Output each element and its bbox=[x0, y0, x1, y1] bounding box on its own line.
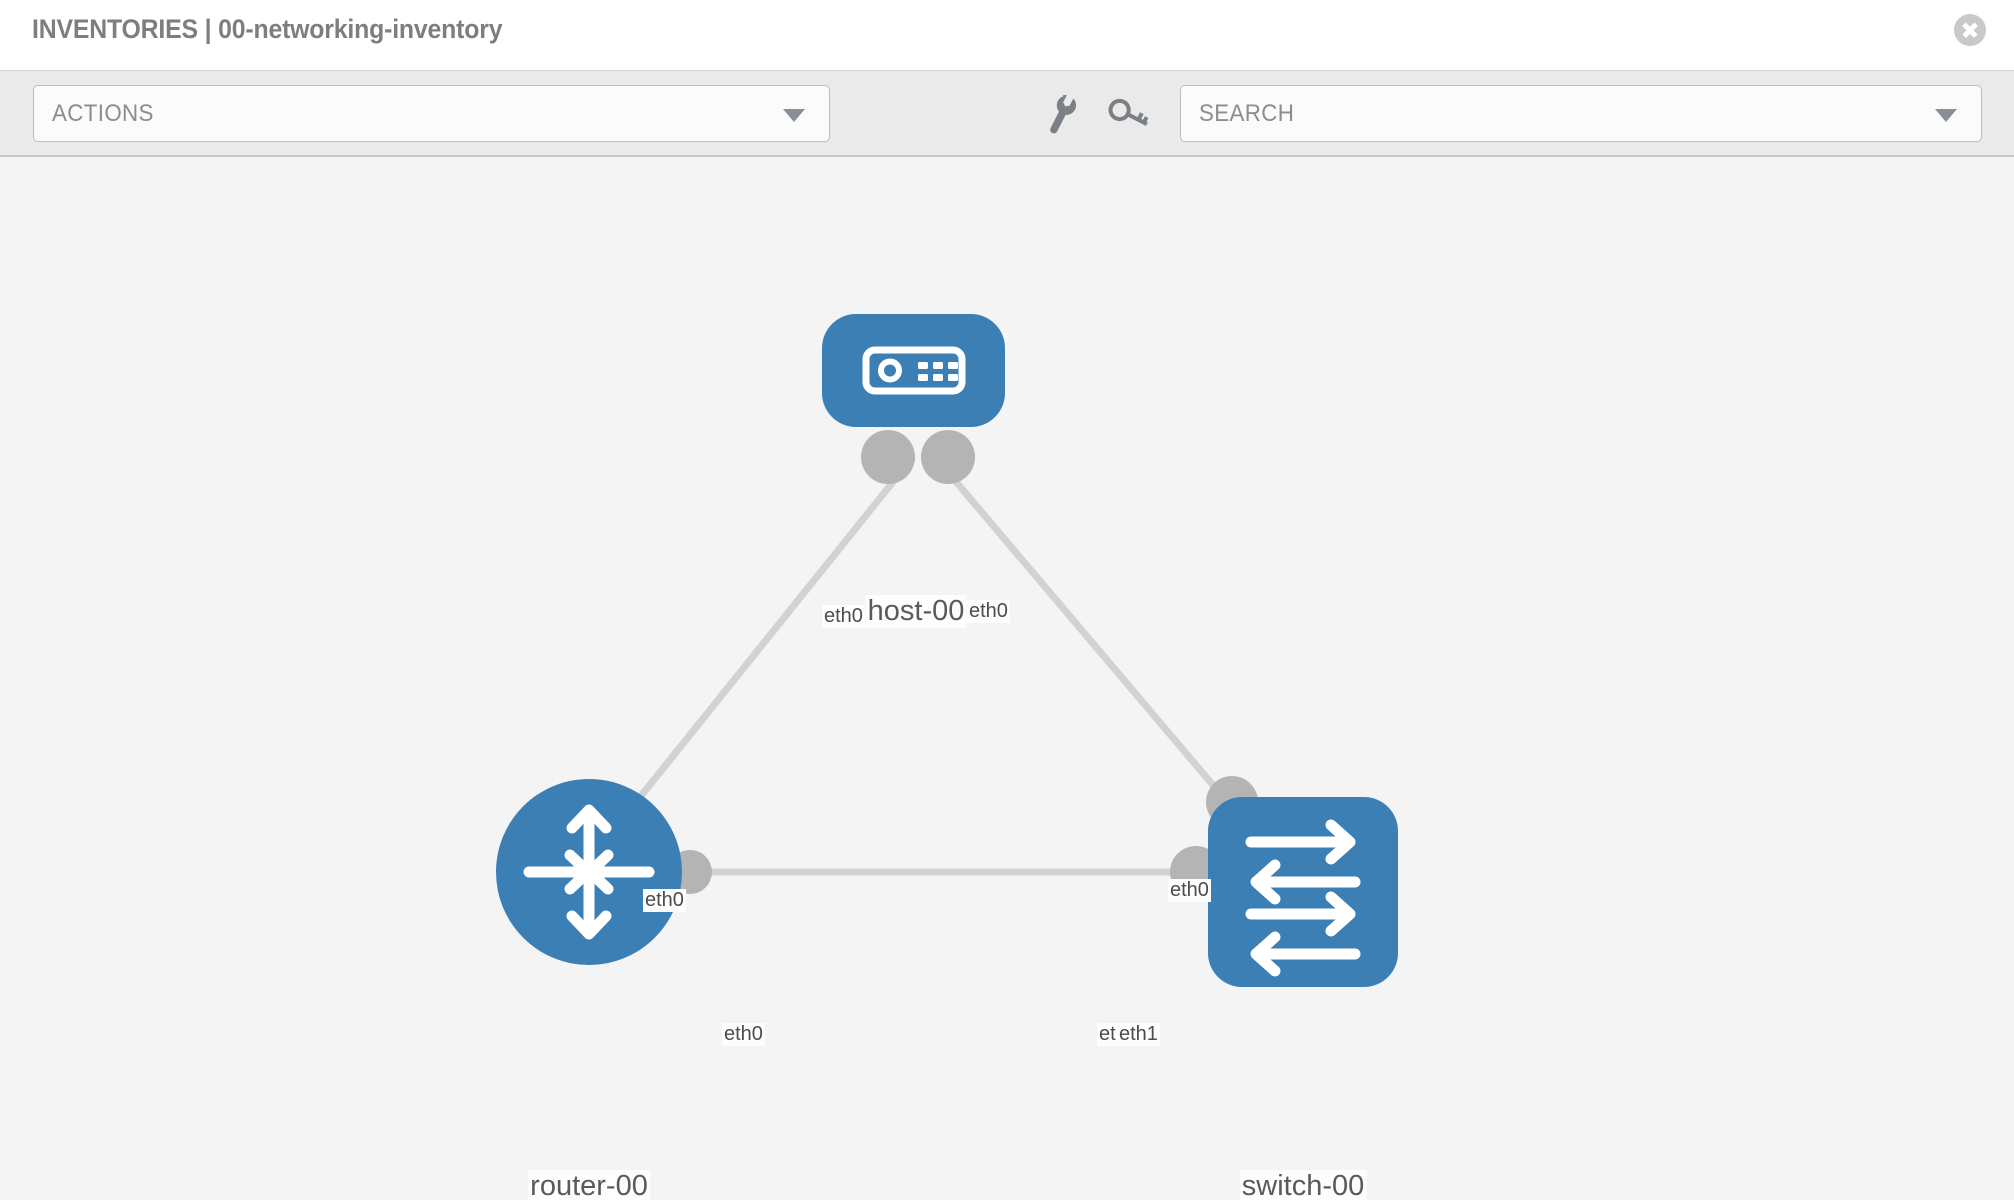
actions-dropdown-label: ACTIONS bbox=[52, 99, 154, 127]
page-header: INVENTORIES | 00-networking-inventory bbox=[0, 0, 2014, 70]
chevron-down-icon bbox=[1935, 108, 1957, 122]
node-host-00-body bbox=[822, 314, 1005, 427]
search-placeholder: SEARCH bbox=[1199, 99, 1295, 127]
port-host-eth0-left bbox=[861, 430, 915, 484]
node-host-00 bbox=[822, 314, 1005, 427]
port-host-eth0-right bbox=[921, 430, 975, 484]
node-label-host-00: host-00 bbox=[865, 595, 967, 628]
host-server-icon bbox=[862, 346, 966, 395]
close-icon[interactable] bbox=[1954, 14, 1986, 46]
port-label-switch-eth1: eth1 bbox=[1117, 1023, 1160, 1046]
node-switch-00 bbox=[1208, 797, 1398, 987]
link-host-switch bbox=[932, 454, 1243, 820]
port-label-router-uplink: eth0 bbox=[643, 889, 686, 912]
page-title: INVENTORIES | 00-networking-inventory bbox=[32, 14, 503, 44]
topology-ports bbox=[668, 430, 1258, 898]
link-host-router bbox=[597, 454, 916, 850]
node-label-router-00: router-00 bbox=[528, 1170, 650, 1200]
key-icon[interactable] bbox=[1106, 91, 1152, 137]
toolbar: ACTIONS SEARCH bbox=[0, 70, 2014, 157]
node-label-switch-00: switch-00 bbox=[1239, 1170, 1367, 1200]
actions-dropdown[interactable]: ACTIONS bbox=[33, 85, 830, 142]
port-label-host-right: eth0 bbox=[967, 600, 1010, 623]
topology-canvas[interactable]: eth0 eth0 eth0 eth0 eth0 eth0 eth1 host-… bbox=[0, 157, 2014, 1200]
topology-links bbox=[597, 454, 1250, 876]
port-label-router-eth0: eth0 bbox=[722, 1023, 765, 1046]
router-arrows-icon bbox=[523, 804, 655, 940]
search-input[interactable]: SEARCH bbox=[1180, 85, 1982, 142]
port-label-host-left: eth0 bbox=[822, 605, 865, 628]
chevron-down-icon bbox=[783, 108, 805, 122]
port-label-switch-uplink: eth0 bbox=[1168, 879, 1211, 902]
topology-graph bbox=[496, 314, 1398, 987]
wrench-icon[interactable] bbox=[1040, 91, 1086, 137]
switch-arrows-icon bbox=[1245, 819, 1361, 977]
node-router-00 bbox=[496, 779, 682, 965]
